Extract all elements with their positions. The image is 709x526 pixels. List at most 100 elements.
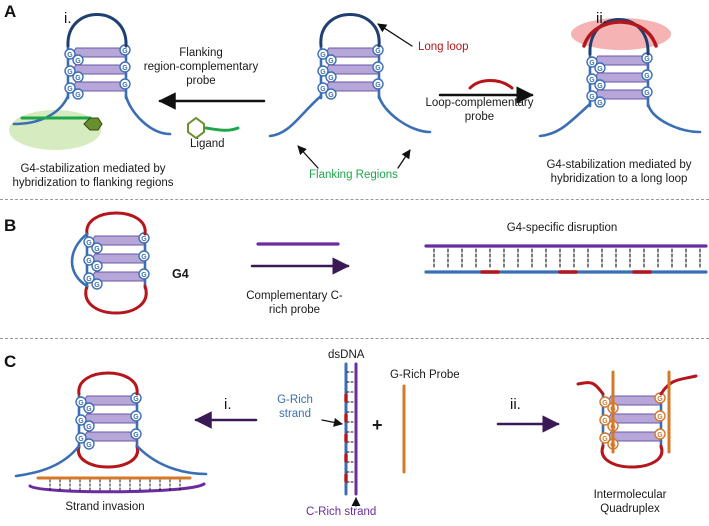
g-base-icon: G (75, 396, 87, 408)
g-base-icon: G (325, 88, 337, 100)
g-base-circle (317, 65, 329, 77)
g-base-letter: G (602, 436, 608, 443)
g-base-circle (64, 65, 76, 77)
panel-a-roman-i: i. (64, 10, 72, 27)
panel-a-roman-ii: ii. (596, 10, 607, 27)
g-base-icon: G (72, 71, 84, 83)
g-base-icon: G (64, 65, 76, 77)
panel-c-roman-i: i. (224, 396, 232, 413)
complementary-probe-label: Complementary C- rich probe (246, 290, 343, 316)
g-base-circle (317, 82, 329, 94)
g-base-letter: G (78, 436, 84, 443)
g-base-circle (72, 88, 84, 100)
g-base-icon: G (91, 242, 103, 254)
flanking-strand-left (268, 94, 323, 138)
g-base-circle (130, 428, 142, 440)
g-base-icon: G (599, 432, 611, 444)
g-base-letter: G (67, 69, 73, 76)
g4-label: G4 (172, 267, 189, 281)
intermolecular-label: Intermolecular Quadruplex (593, 489, 667, 515)
panel-c-roman-ii: ii. (510, 396, 521, 413)
g-base-icon: G (317, 48, 329, 60)
g-base-letter: G (78, 418, 84, 425)
g-base-icon: G (130, 428, 142, 440)
g-base-letter: G (657, 414, 663, 421)
g-base-icon: G (641, 69, 653, 81)
flanking-strand-left (538, 102, 592, 138)
g-base-letter: G (67, 52, 73, 59)
ligand-hexagon-icon (83, 117, 103, 131)
caption-a-i: G4-stabilization mediated by hybridizati… (12, 163, 174, 189)
g-base-circle (599, 414, 611, 426)
g-base-icon: G (138, 250, 150, 262)
g-base-icon: G (317, 82, 329, 94)
g-rich-strand (14, 444, 81, 478)
g-base-icon: G (594, 96, 606, 108)
g-base-letter: G (133, 414, 139, 421)
g-base-icon: G (654, 392, 666, 404)
g-base-icon: G (72, 54, 84, 66)
g-base-letter: G (375, 48, 381, 55)
g-base-circle (75, 432, 87, 444)
g-base-letter: G (94, 282, 100, 289)
g-base-letter: G (122, 65, 128, 72)
g-base-letter: G (657, 396, 663, 403)
flanking-pointer-left (297, 145, 319, 169)
g-base-circle (654, 410, 666, 422)
g-base-letter: G (133, 432, 139, 439)
strand-invasion-label: Strand invasion (65, 501, 145, 513)
g-base-icon: G (654, 428, 666, 440)
g-base-circle (83, 272, 95, 284)
g-rich-pointer (321, 417, 343, 427)
g-base-letter: G (86, 406, 92, 413)
side-loop (70, 232, 89, 288)
g-base-letter: G (644, 90, 650, 97)
g-base-letter: G (67, 86, 73, 93)
panel-b-label: B (4, 216, 17, 235)
g-base-icon: G (594, 62, 606, 74)
g-base-circle (586, 90, 598, 102)
c-rich-strand (28, 482, 206, 494)
g-base-icon: G (586, 90, 598, 102)
g-base-letter: G (597, 100, 603, 107)
g-base-icon: G (594, 79, 606, 91)
g-base-circle (586, 73, 598, 85)
g-base-letter: G (589, 77, 595, 84)
g-base-letter: G (602, 400, 608, 407)
g-base-circle (119, 78, 131, 90)
separator-bc (0, 338, 709, 339)
g-base-circle (64, 48, 76, 60)
g-base-circle (138, 250, 150, 262)
g-base-letter: G (122, 48, 128, 55)
bottom-loop (84, 284, 148, 315)
g-base-circle (372, 78, 384, 90)
g-base-circle (91, 278, 103, 290)
g-base-letter: G (122, 82, 128, 89)
g-base-circle (83, 438, 95, 450)
g-base-letter: G (320, 52, 326, 59)
g-base-icon: G (83, 236, 95, 248)
top-loop (85, 211, 147, 236)
g-base-icon: G (83, 420, 95, 432)
g-base-letter: G (141, 254, 147, 261)
g-base-letter: G (86, 442, 92, 449)
g-base-icon: G (586, 56, 598, 68)
separator-ab (0, 199, 709, 200)
g-base-letter: G (644, 73, 650, 80)
g-base-circle (75, 414, 87, 426)
g-base-icon: G (325, 71, 337, 83)
g-base-icon: G (138, 268, 150, 280)
flanking-regions-label: Flanking Regions (309, 169, 398, 181)
g-base-letter: G (133, 396, 139, 403)
bottom-loop (600, 444, 664, 469)
g-base-circle (138, 268, 150, 280)
g-base-icon: G (91, 260, 103, 272)
flanking-highlight (9, 110, 101, 150)
g-base-circle (91, 260, 103, 272)
top-loop (66, 13, 128, 48)
ligand-label: Ligand (190, 138, 225, 150)
g-base-letter: G (75, 92, 81, 99)
g-base-letter: G (78, 400, 84, 407)
flanking-strand-right (124, 94, 172, 136)
